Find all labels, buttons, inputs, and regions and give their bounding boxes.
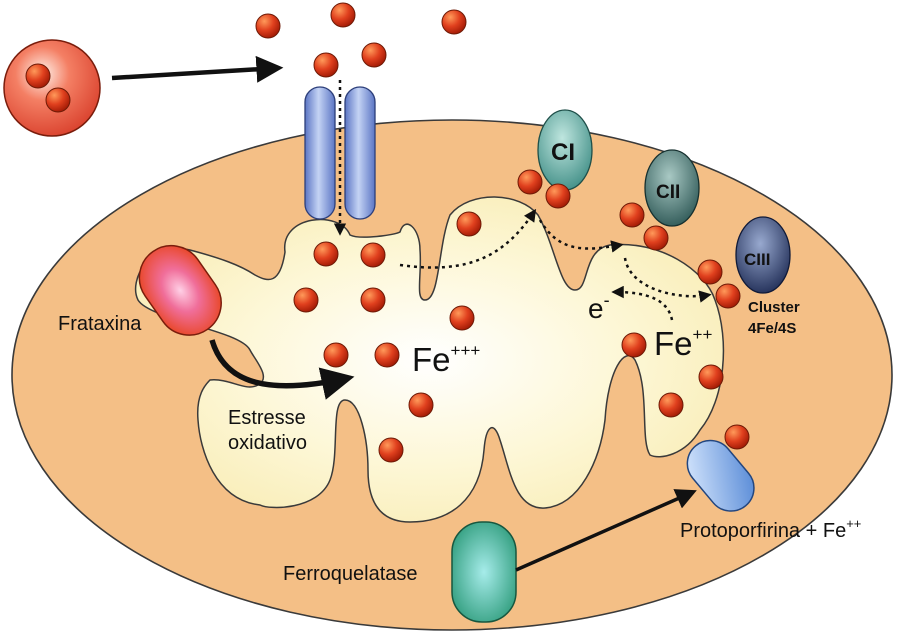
iron-ball (724, 424, 750, 450)
import-arrow (111, 55, 284, 83)
ferrochelatase-protein (451, 521, 517, 623)
membrane-transporter (304, 86, 376, 220)
complex-I-label: CI (551, 139, 575, 166)
iron-ball (45, 87, 71, 113)
iron-path-to-complex-III (623, 257, 712, 303)
cluster-type-label: 4Fe/4S (748, 320, 796, 337)
fe3-label: Fe+++ (412, 341, 480, 378)
cluster-label: Cluster (748, 299, 800, 316)
iron-vesicle (3, 39, 101, 137)
oxidative-stress-arrow (209, 339, 355, 400)
frataxin-protein (138, 244, 222, 336)
complex-III-label: CIII (744, 250, 770, 269)
matrix-iron (293, 211, 724, 463)
extracellular-iron (255, 2, 467, 78)
complex-III: CIII (697, 216, 791, 309)
electron-label: e- (588, 290, 610, 324)
complex-II: CII (619, 149, 700, 251)
iron-path-to-complex-I (399, 208, 537, 269)
protoporphyrin-protein (686, 439, 755, 512)
oxidativo-label: oxidativo (228, 432, 307, 454)
protoporfirina-label: Protoporfirina + Fe++ (680, 516, 861, 542)
ferroquelatase-label: Ferroquelatase (283, 563, 418, 585)
ferrochelatase-arrow (515, 489, 697, 572)
fe2-label: Fe++ (654, 325, 712, 362)
complex-II-label: CII (656, 182, 680, 203)
complex-I: CI (517, 109, 593, 209)
iron-ball (25, 63, 51, 89)
electron-path (611, 285, 674, 321)
estresse-label: Estresse (228, 407, 306, 429)
frataxina-label: Frataxina (58, 313, 142, 335)
